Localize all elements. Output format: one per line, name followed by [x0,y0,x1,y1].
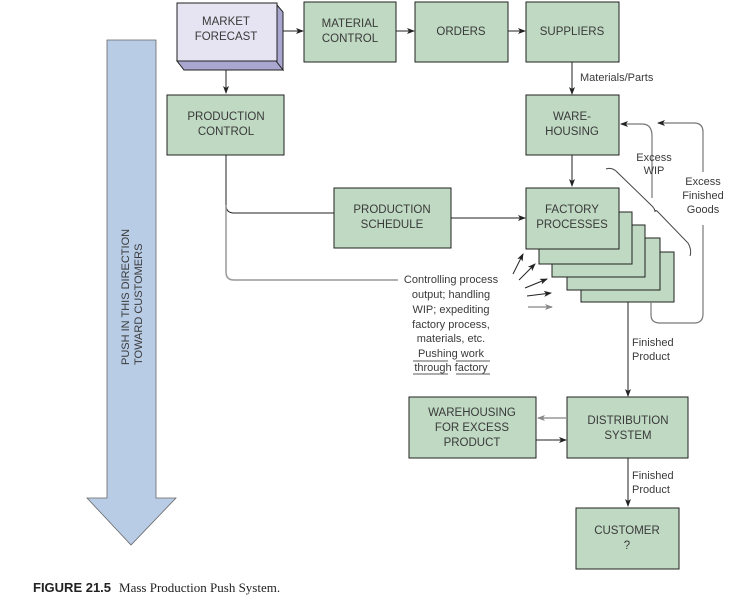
figure-caption: FIGURE 21.5 Mass Production Push System. [33,580,280,596]
finished-product-label-2-line2: Product [632,484,670,496]
figure-number: FIGURE 21.5 [33,580,112,595]
excess-wip-label-line1: Excess [636,152,672,164]
line-production-control-to-note [225,205,398,281]
svg-text:Pushing work: Pushing work [418,348,485,360]
production-control-box: PRODUCTION CONTROL [166,94,285,156]
excess-wip-label-line2: WIP [644,165,665,177]
svg-text:Controlling process: Controlling process [404,274,499,286]
production-control-line2: CONTROL [198,126,255,138]
excess-wip-return-line [620,121,653,198]
warehousing-excess-line2: FOR EXCESS [435,422,509,434]
warehousing-excess-line1: WAREHOUSING [428,407,516,419]
distribution-system-line2: SYSTEM [604,430,651,442]
factory-processes-stack: FACTORY PROCESSES [525,187,675,303]
svg-text:factory process,: factory process, [412,319,490,331]
materials-parts-label: Materials/Parts [580,72,654,84]
warehousing-line1: WARE- [553,111,591,123]
push-arrow-label-line1: PUSH IN THIS DIRECTION [120,229,132,365]
excess-finished-goods-line1: Excess [685,176,721,188]
material-control-line2: CONTROL [322,33,379,45]
customer-line1: CUSTOMER [594,525,660,537]
warehousing-line2: HOUSING [545,126,599,138]
material-control-box: MATERIAL CONTROL [303,1,397,63]
production-schedule-line1: PRODUCTION [353,204,430,216]
market-forecast-line1: MARKET [202,16,250,28]
warehousing-excess-line3: PRODUCT [444,437,501,449]
excess-wip-brace [605,167,692,257]
svg-text:materials, etc.: materials, etc. [417,333,485,345]
push-direction-arrow: PUSH IN THIS DIRECTION TOWARD CUSTOMERS [86,39,177,546]
finished-product-label-1-line2: Product [632,351,670,363]
svg-text:output; handling: output; handling [412,289,490,301]
svg-text:WIP; expediting: WIP; expediting [412,304,489,316]
market-forecast-box: MARKET FORECAST [175,2,285,72]
excess-finished-goods-line2: Finished [682,190,724,202]
production-schedule-box: PRODUCTION SCHEDULE [333,187,452,249]
orders-box: ORDERS [414,1,509,63]
factory-processes-line1: FACTORY [545,204,599,216]
finished-product-label-2-line1: Finished [632,470,674,482]
distribution-system-line1: DISTRIBUTION [587,415,668,427]
suppliers-label: SUPPLIERS [540,26,605,38]
material-control-line1: MATERIAL [322,18,379,30]
push-arrow-label-line2: TOWARD CUSTOMERS [133,244,145,365]
finished-product-label-1-line1: Finished [632,337,674,349]
distribution-system-box: DISTRIBUTION SYSTEM [566,396,689,459]
customer-box: CUSTOMER ? [575,507,680,570]
excess-finished-goods-line [651,123,704,324]
production-schedule-line2: SCHEDULE [361,219,424,231]
line-production-control-to-schedule [225,155,334,214]
customer-line2: ? [624,540,630,552]
market-forecast-line2: FORECAST [195,31,258,43]
figure-title: Mass Production Push System. [119,580,281,595]
excess-finished-goods-line3: Goods [687,204,720,216]
svg-text:through factory: through factory [414,362,488,374]
orders-label: ORDERS [436,26,486,38]
production-control-line1: PRODUCTION [187,111,264,123]
controlling-note: Controlling process output; handling WIP… [404,274,499,375]
warehousing-box: WARE- HOUSING [525,94,620,156]
push-arrow-shape [86,39,177,546]
factory-processes-line2: PROCESSES [536,219,608,231]
warehousing-excess-box: WAREHOUSING FOR EXCESS PRODUCT [408,396,537,459]
pushing-arrows [512,253,553,310]
suppliers-box: SUPPLIERS [525,1,620,63]
